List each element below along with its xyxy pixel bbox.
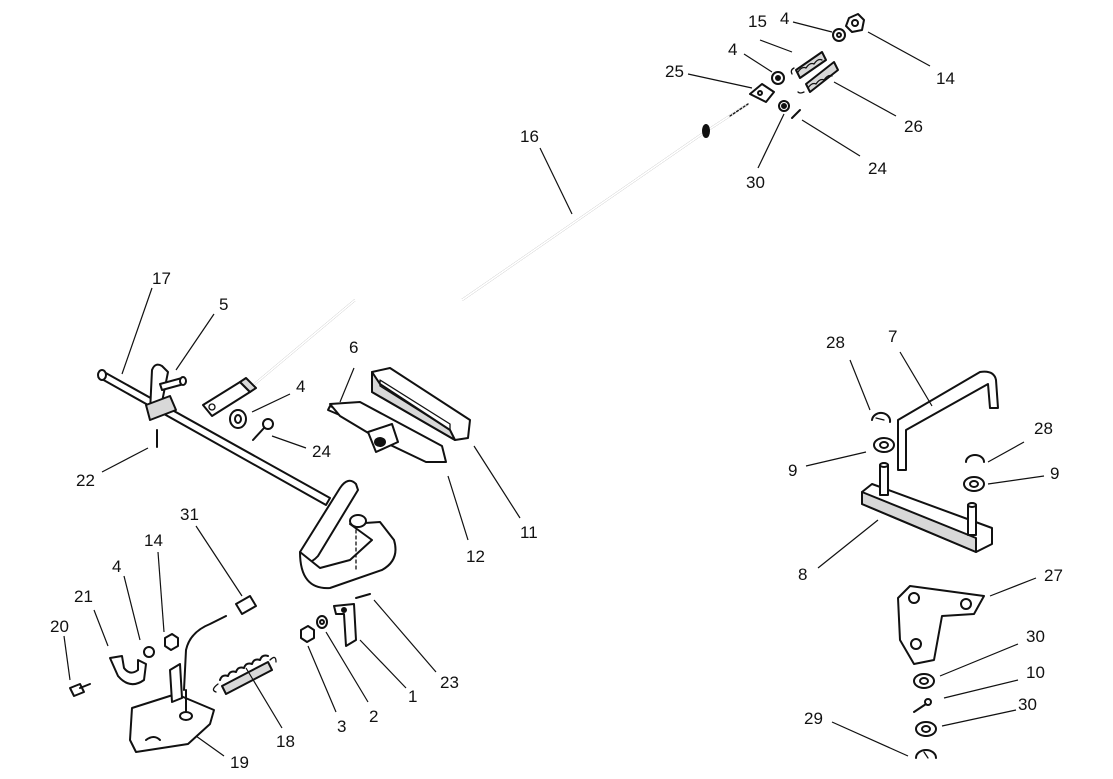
callout-23: 23 bbox=[440, 673, 459, 692]
nut-top bbox=[845, 13, 865, 33]
callout-27: 27 bbox=[1044, 566, 1063, 585]
callout-31: 31 bbox=[180, 505, 199, 524]
callout-3: 3 bbox=[337, 717, 346, 736]
callout-12: 12 bbox=[466, 547, 485, 566]
bracket-25 bbox=[749, 83, 775, 103]
callout-6: 6 bbox=[349, 338, 358, 357]
callout-2: 2 bbox=[369, 707, 378, 726]
spring-lower bbox=[797, 61, 839, 94]
callout-18: 18 bbox=[276, 732, 295, 751]
spring-upper bbox=[790, 51, 827, 79]
washer-mid bbox=[229, 409, 247, 429]
plate-8 bbox=[861, 462, 993, 553]
cotter-top bbox=[791, 109, 801, 119]
callout-10: 10 bbox=[1026, 663, 1045, 682]
callout-25: 25 bbox=[665, 62, 684, 81]
cotter-10 bbox=[913, 698, 932, 713]
callout-17: 17 bbox=[152, 269, 171, 288]
washer-4-low bbox=[143, 646, 155, 658]
callout-8: 8 bbox=[798, 565, 807, 584]
washer-2 bbox=[316, 615, 328, 629]
pedal-bracket bbox=[329, 401, 447, 463]
callout-24-top: 24 bbox=[868, 159, 887, 178]
callout-30-lower: 30 bbox=[1018, 695, 1037, 714]
nut-14-low bbox=[164, 633, 179, 651]
callout-11: 11 bbox=[520, 523, 538, 542]
bolt-23 bbox=[355, 593, 371, 599]
clamp-21 bbox=[109, 655, 147, 686]
control-rod bbox=[237, 103, 749, 399]
callout-4-mid: 4 bbox=[296, 377, 305, 396]
spring-18 bbox=[212, 654, 277, 695]
nut-3 bbox=[300, 625, 315, 643]
callout-9-right: 9 bbox=[1050, 464, 1059, 483]
spring-sleeve-31 bbox=[235, 595, 257, 615]
callout-28-left: 28 bbox=[826, 333, 845, 352]
callout-9-left: 9 bbox=[788, 461, 797, 480]
pedal-pad bbox=[371, 367, 471, 441]
callout-26: 26 bbox=[904, 117, 923, 136]
callout-28-right: 28 bbox=[1034, 419, 1053, 438]
callout-labels: 15 4 14 4 25 26 24 30 16 17 5 6 4 24 22 … bbox=[50, 9, 1063, 772]
callout-4-top: 4 bbox=[780, 9, 789, 28]
callout-14-low: 14 bbox=[144, 531, 163, 550]
callout-22: 22 bbox=[76, 471, 95, 490]
washer-9-left bbox=[873, 437, 895, 453]
washer-30-lower bbox=[915, 721, 937, 737]
bracket-27 bbox=[897, 585, 985, 665]
hairpin-cotter-mid bbox=[252, 418, 274, 441]
callout-5: 5 bbox=[219, 295, 228, 314]
washer-top bbox=[832, 28, 846, 42]
washer-30-upper bbox=[913, 673, 935, 689]
pedal-arm bbox=[299, 479, 397, 590]
washer-9-right bbox=[963, 476, 985, 492]
callout-1: 1 bbox=[408, 687, 417, 706]
callout-16: 16 bbox=[520, 127, 539, 146]
callout-15: 15 bbox=[748, 12, 767, 31]
callout-7: 7 bbox=[888, 327, 897, 346]
callout-30-top: 30 bbox=[746, 173, 765, 192]
rod-end-block bbox=[202, 377, 257, 417]
callout-29: 29 bbox=[804, 709, 823, 728]
e-clip-28-right bbox=[965, 454, 985, 463]
e-clip-28-left bbox=[871, 412, 892, 423]
callout-30-upper: 30 bbox=[1026, 627, 1045, 646]
callout-19: 19 bbox=[230, 753, 249, 772]
link-1 bbox=[333, 603, 357, 647]
callout-20: 20 bbox=[50, 617, 69, 636]
e-clip-29 bbox=[915, 749, 937, 759]
lever-arm bbox=[145, 363, 187, 421]
callout-4-upper: 4 bbox=[728, 40, 737, 59]
callout-21: 21 bbox=[74, 587, 93, 606]
leader-lines bbox=[63, 21, 1045, 757]
callout-4-low: 4 bbox=[112, 557, 121, 576]
callout-24-mid: 24 bbox=[312, 442, 331, 461]
washer-30-top bbox=[778, 100, 790, 112]
callout-14-top: 14 bbox=[936, 69, 955, 88]
bracket-19 bbox=[129, 615, 227, 753]
washer-top-left bbox=[771, 71, 785, 85]
bolt-20 bbox=[69, 683, 91, 697]
handle-7 bbox=[897, 370, 999, 471]
